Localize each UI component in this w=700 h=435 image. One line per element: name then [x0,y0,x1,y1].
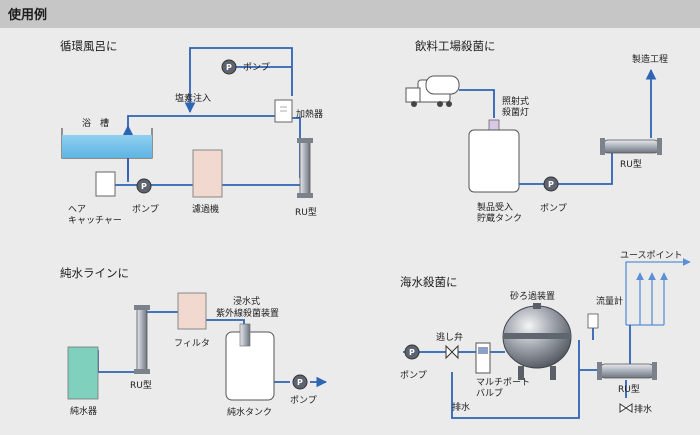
immersion-label-2: 紫外線殺菌装置 [216,307,279,319]
immersion-label-1: 浸水式 [233,295,260,307]
pump-icon [404,344,420,360]
use-point-arrow-main [625,258,691,325]
ru-unit [602,139,660,154]
drain-right-label: 排水 [634,403,652,415]
purifier-label: 純水器 [70,405,97,417]
sand-filter-leg [518,366,524,380]
pump-icon [221,59,237,75]
flowmeter [587,313,599,329]
process-label: 製造工程 [632,53,668,65]
ru-flange [297,193,313,198]
pipe-truck-to-tank [459,89,495,118]
use-point-label: ユースポイント [620,250,683,261]
sand-filter-leg [550,366,556,380]
pipe-tank-to-pump [271,368,290,383]
pump-symbol: P [297,378,303,387]
tanker-wheel [437,101,443,107]
drain-left-label: 排水 [452,401,470,413]
ru-unit [136,307,148,373]
ru-flange [134,369,150,374]
hair-catcher-label-1: ヘア [68,205,86,215]
pump-bottom-label: ポンプ [132,204,159,215]
ru-label: RU型 [130,380,152,391]
section-circulating-bath: 循環風呂に 浴 槽 ヘア キャッチャー P ポンプ P ポンプ 塩素注入 濾過機 [60,39,323,226]
tank-label: 純水タンク [227,406,272,418]
chlorine-label: 塩素注入 [175,92,211,104]
pump-label: ポンプ [400,370,427,381]
ru-unit [299,139,311,197]
bath-label: 浴 槽 [82,117,109,129]
pump-icon [136,178,152,194]
ru-label: RU型 [295,207,317,218]
filter-label: 濾過機 [192,203,219,215]
storage-tank [468,129,520,193]
ru-flange [297,138,313,143]
uv-lamp [488,119,500,131]
tanker-tank [425,75,460,95]
flowmeter-label: 流量計 [596,295,623,307]
section-beverage-factory: 飲料工場殺菌に 照射式 殺菌灯 製品受入 貯蔵タンク P ポンプ RU型 製造工… [405,39,668,224]
tanker-front [405,87,421,103]
sand-filter-top-cap [533,303,541,309]
section-title-beverage: 飲料工場殺菌に [415,39,496,53]
pump-label: ポンプ [540,203,567,214]
ru-flange [652,362,657,380]
ru-label: RU型 [620,159,642,170]
relief-valve-label: 逃し弁 [436,331,463,343]
pipe-chlorine-loop [189,47,293,96]
filter-label: フィルタ [174,338,210,349]
hair-catcher-label-2: キャッチャー [68,215,122,226]
multiport-label-1: マルチポート [476,377,530,388]
multiport-window [478,347,488,354]
section-title-pure: 純水ラインに [60,266,129,280]
ru-unit [599,363,655,379]
section-title-sea: 海水殺菌に [400,275,458,289]
sand-filter-label: 砂ろ過装置 [510,290,555,302]
pipe-filter-to-tank [206,319,245,332]
relief-valve-icon [445,344,459,360]
ru-flange [600,138,605,155]
drain-valve-icon [619,403,633,413]
tanker-wheel [411,101,417,107]
tank-label-2: 貯蔵タンク [477,212,522,224]
section-title-bath: 循環風呂に [60,39,118,53]
tanker-wheel [446,101,452,107]
ru-label: RU型 [618,384,640,395]
hair-catcher [95,171,116,197]
pump-icon [543,176,559,192]
filter-unit [177,292,207,330]
uv-lamp-label-2: 殺菌灯 [502,106,529,118]
pump-symbol: P [141,182,147,191]
multiport-label-2: バルブ [476,387,503,399]
sand-filter-band [503,333,571,339]
pump-symbol: P [409,348,415,357]
heater-label: 加熱器 [296,108,323,120]
page-title: 使用例 [7,7,47,23]
filter-unit [192,149,223,198]
pump-symbol: P [548,180,554,189]
pure-water-purifier [67,346,99,400]
ru-flange [597,362,602,380]
bath-water [62,135,152,158]
pipe-heater-up [282,117,301,178]
immersion-uv-unit [239,323,251,347]
pipe-tank-to-ru [519,149,613,185]
pipe-purifier-to-ru [97,350,142,373]
ru-flange [134,305,150,310]
pump-label: ポンプ [290,395,317,406]
tank-label-1: 製品受入 [477,201,513,213]
pipe-filter-return [451,340,580,419]
ru-flange [657,138,662,155]
pump-top-label: ポンプ [243,62,270,73]
pump-icon [292,374,308,390]
section-seawater: 海水殺菌に ユースポイント P ポンプ 逃し弁 マルチポート バルブ 排水 [400,250,691,419]
section-pure-water: 純水ラインに 純水器 RU型 フィルタ 浸水式 紫外線殺菌装置 純水タンク P … [60,266,328,418]
header-bar [0,0,700,28]
pump-symbol: P [226,63,232,72]
uv-lamp-label-1: 照射式 [502,95,529,107]
